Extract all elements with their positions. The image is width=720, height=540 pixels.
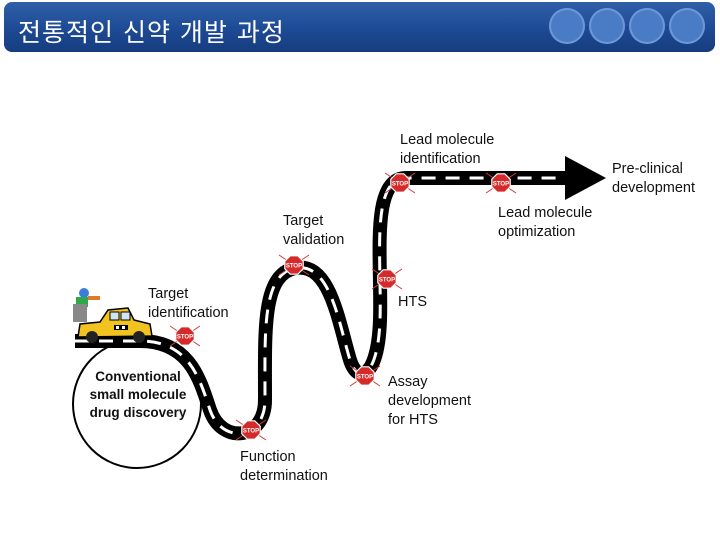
decorative-circle xyxy=(549,8,585,44)
decorative-circle xyxy=(589,8,625,44)
decorative-circle xyxy=(669,8,705,44)
stop-sign-icon-target-validation: STOP xyxy=(278,254,310,276)
taxi-car-icon xyxy=(73,288,153,343)
stop-sign-text: STOP xyxy=(493,182,509,188)
stop-sign-text: STOP xyxy=(177,335,193,341)
stop-sign-text: STOP xyxy=(392,182,408,188)
label-hts: HTS xyxy=(398,294,427,310)
label-function-determination: Function determination xyxy=(240,449,328,484)
decorative-circles xyxy=(549,8,705,44)
decorative-circle xyxy=(629,8,665,44)
label-lead-optimization: Lead molecule optimization xyxy=(498,205,593,240)
stop-sign-text: STOP xyxy=(379,278,395,284)
stop-sign-text: STOP xyxy=(357,375,373,381)
stop-sign-icon-function-determination: STOP xyxy=(235,419,267,441)
label-lead-identification: Lead molecule identification xyxy=(400,132,495,167)
label-target-identification: Target identification xyxy=(148,286,229,321)
stop-sign-icon-lead-optimization: STOP xyxy=(485,172,517,194)
start-circle-label: Conventional small molecule drug discove… xyxy=(89,369,187,420)
label-target-validation: Target validation xyxy=(283,213,345,248)
road-arrowhead xyxy=(565,156,606,200)
stop-sign-text: STOP xyxy=(243,429,259,435)
stop-sign-icon-lead-identification: STOP xyxy=(384,172,416,194)
stop-sign-icon-assay-development: STOP xyxy=(349,365,381,387)
stop-sign-icon-hts: STOP xyxy=(371,268,403,290)
stop-sign-icon-target-identification: STOP xyxy=(169,325,201,347)
label-assay-development: Assay development for HTS xyxy=(388,374,472,428)
page-title: 전통적인 신약 개발 과정 xyxy=(18,18,285,47)
stop-sign-text: STOP xyxy=(286,264,302,270)
stop-signs: STOP STOP STOP STOP STOP STOP STOP xyxy=(169,172,517,441)
label-pre-clinical: Pre-clinical development xyxy=(612,161,696,196)
title-bar: 전통적인 신약 개발 과정 xyxy=(4,2,715,52)
